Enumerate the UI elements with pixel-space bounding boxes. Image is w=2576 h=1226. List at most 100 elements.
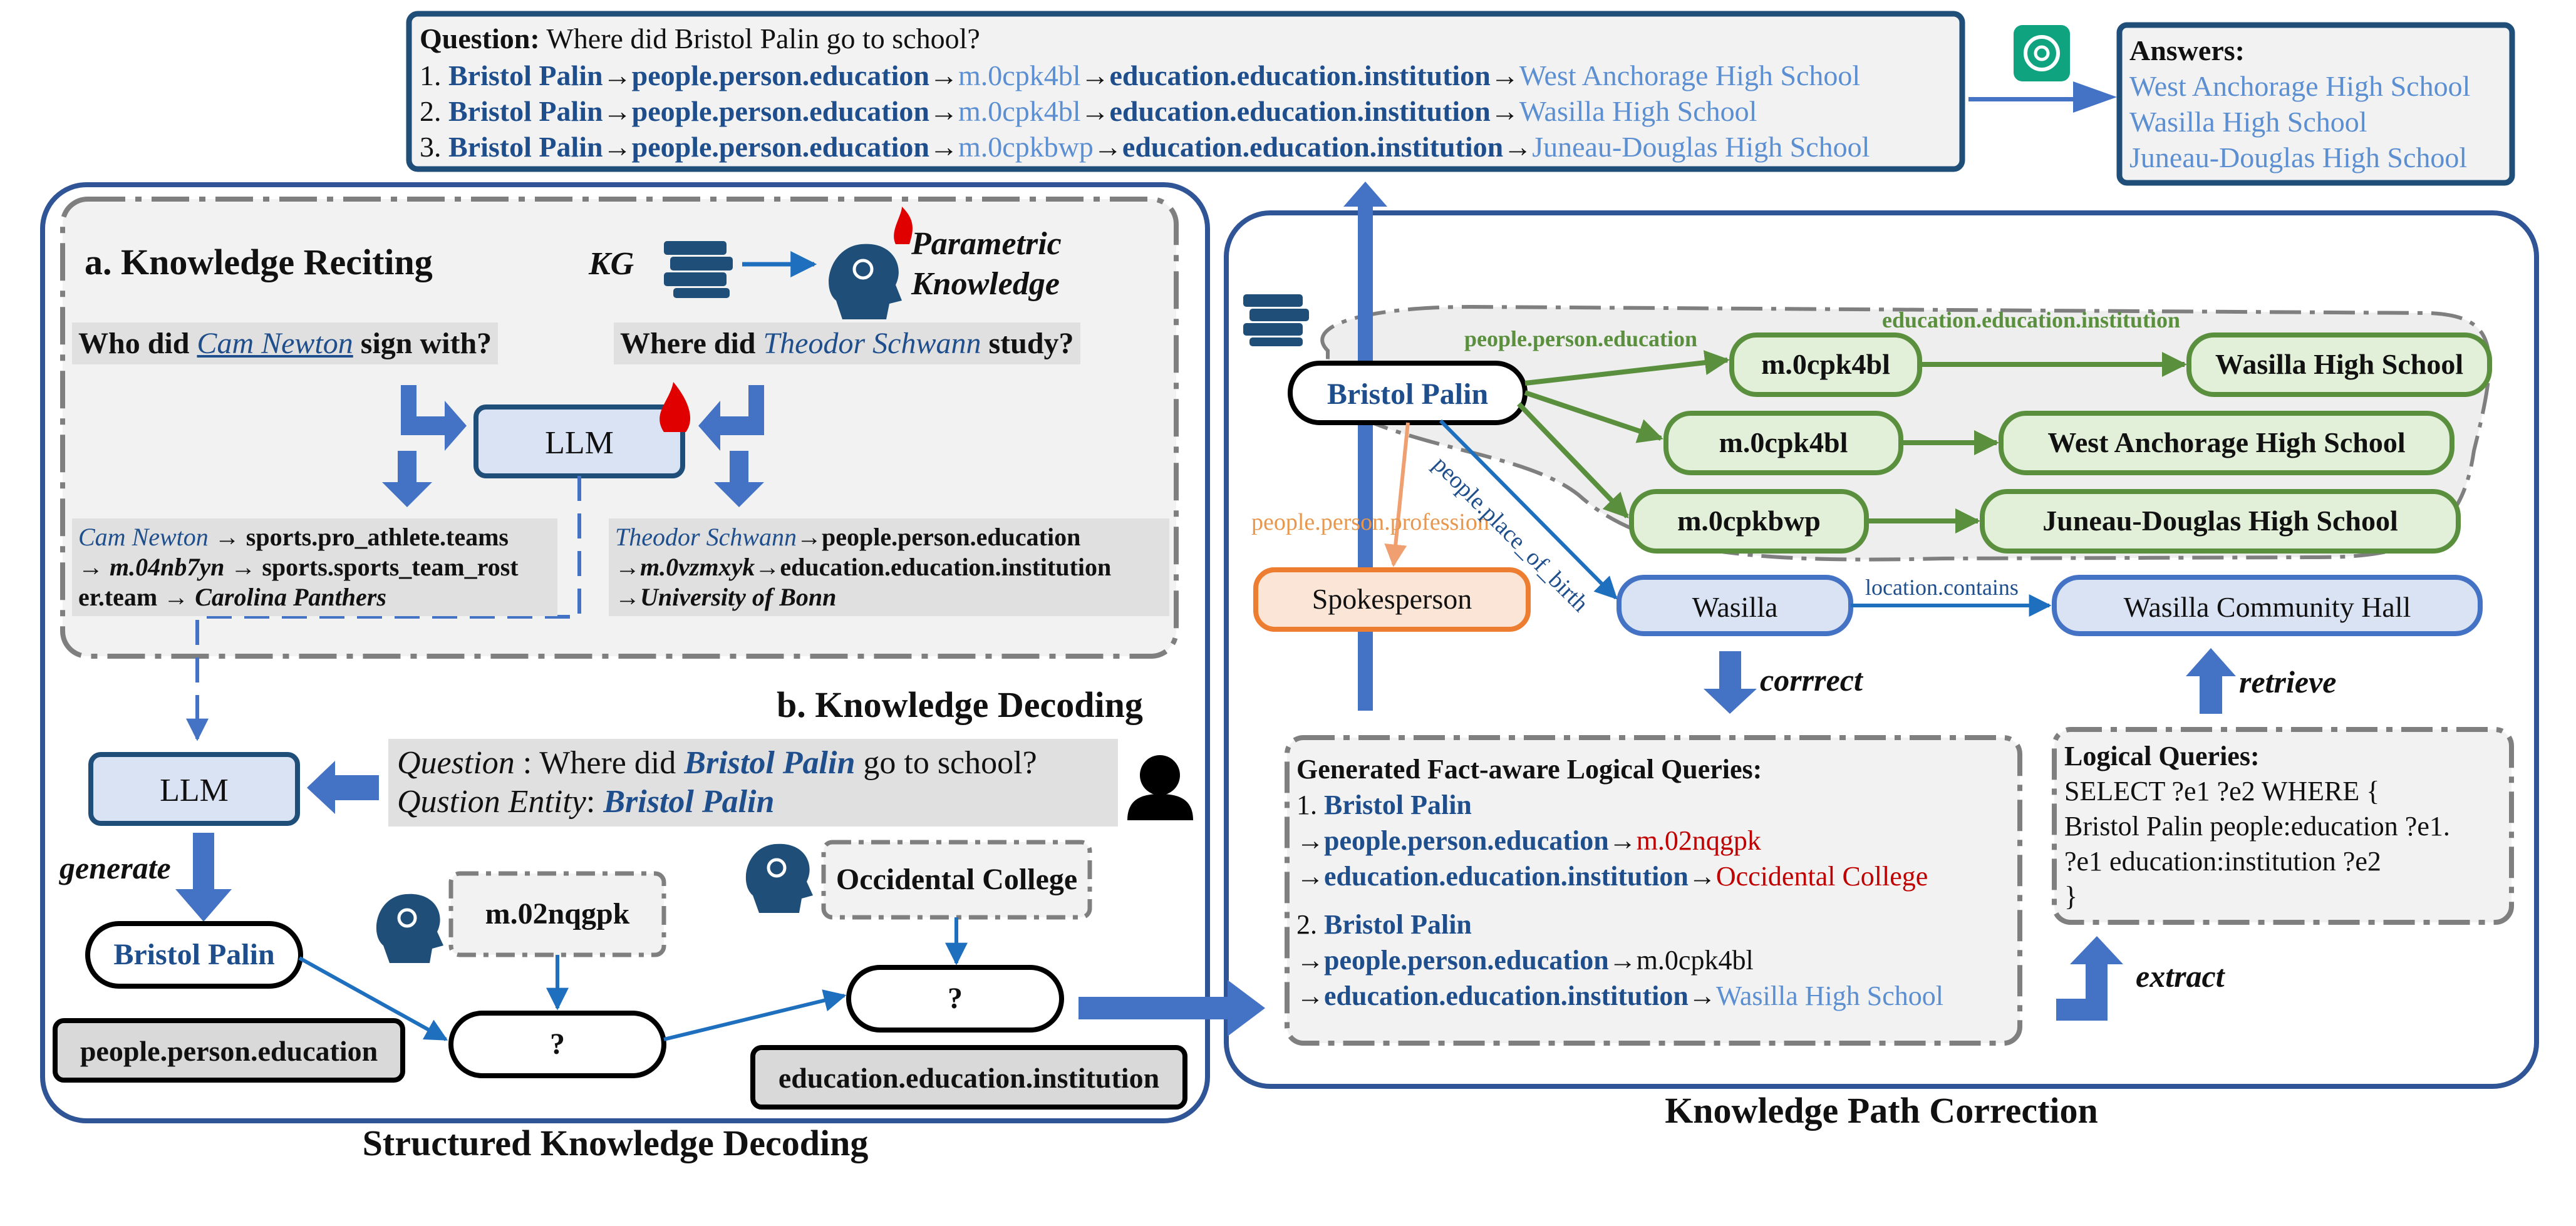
- mid-3-label: m.0cpkbwp: [1677, 505, 1821, 537]
- logical-title: Logical Queries:: [2064, 741, 2260, 771]
- path-m: m.0cpkbwp: [958, 131, 1094, 163]
- de-label: Qustion Entity: [397, 784, 586, 820]
- q1-post: sign with?: [353, 327, 492, 360]
- q1-pre: Who did: [78, 327, 197, 360]
- answer-path-row: 3. Bristol Palin→people.person.education…: [420, 131, 1870, 163]
- question-box: [406, 11, 1965, 172]
- gq1-ans: Occidental College: [1715, 861, 1928, 892]
- center-label: Bristol Palin: [1327, 378, 1489, 411]
- answer-item: Juneau-Douglas High School: [2129, 142, 2468, 173]
- node-q1-label: ?: [550, 1028, 565, 1061]
- recite-question-1: Who did Cam Newton sign with?: [72, 322, 499, 364]
- path-r1: people.person.education: [631, 95, 929, 127]
- mid-guess-label: m.02nqgpk: [485, 897, 630, 930]
- p1-rel3: er.team: [78, 583, 158, 611]
- answer-path-row: 2. Bristol Palin→people.person.education…: [420, 95, 1757, 127]
- book-stack-icon: [664, 241, 733, 298]
- parametric-label-2: Knowledge: [911, 266, 1060, 302]
- path-num: 1.: [420, 59, 442, 91]
- mid-1-label: m.0cpk4bl: [1761, 348, 1890, 380]
- logical-line-2: Bristol Palin people:education ?e1.: [2064, 811, 2450, 842]
- node-q1: [448, 1011, 666, 1078]
- p1-mid: m.04nb7yn: [110, 553, 225, 581]
- edge-edu-label: people.person.education: [1464, 326, 1698, 351]
- p2-mid: m.0vzmxyk: [640, 553, 755, 581]
- recited-path-1: Cam Newton → sports.pro_athlete.teams → …: [72, 518, 557, 616]
- recite-question-2: Where did Theodor Schwann study?: [614, 322, 1080, 364]
- gq1-m: m.02nqgpk: [1636, 825, 1761, 856]
- answers-list: Answers: West Anchorage High School Wasi…: [2129, 33, 2470, 175]
- node-spokesperson: [1253, 567, 1531, 632]
- generated-queries: Generated Fact-aware Logical Queries: 1.…: [1296, 751, 1943, 1014]
- wasilla-label: Wasilla: [1692, 591, 1778, 623]
- recited-path-2: Theodor Schwann→people.person.education …: [609, 518, 1169, 616]
- llm-label-reciting: LLM: [545, 425, 614, 461]
- path-r1: people.person.education: [631, 59, 929, 91]
- gq1-entity: Bristol Palin: [1324, 790, 1472, 820]
- school-2-label: West Anchorage High School: [2047, 426, 2406, 458]
- path-num: 3.: [420, 131, 442, 163]
- path-e: Bristol Palin: [448, 131, 603, 163]
- p2-rel: people.person.education: [822, 523, 1081, 551]
- node-school-1: [2186, 332, 2492, 397]
- question-label: Question:: [420, 23, 540, 54]
- mid-guess-box: [448, 871, 666, 957]
- q2-pre: Where did: [620, 327, 763, 360]
- path-r1: people.person.education: [631, 131, 929, 163]
- to-answers-arrow: [1968, 81, 2117, 113]
- gq1-r2: education.education.institution: [1324, 861, 1689, 892]
- generated-queries-box: [1285, 735, 2022, 1046]
- question-text: Where did Bristol Palin go to school?: [546, 23, 980, 54]
- brain-head-icon: [829, 207, 913, 319]
- node-bristol-decoding-label: Bristol Palin: [113, 938, 275, 971]
- dq-post: go to school?: [855, 745, 1037, 781]
- gq2-ans: Wasilla High School: [1715, 981, 1943, 1011]
- gq2-m: m.0cpk4bl: [1636, 945, 1754, 976]
- path-r2: education.education.institution: [1109, 59, 1491, 91]
- answers-title: Answers:: [2129, 34, 2245, 66]
- node-school-2: [1999, 411, 2454, 475]
- logical-queries: Logical Queries: SELECT ?e1 ?e2 WHERE { …: [2064, 739, 2450, 914]
- path-ans: Wasilla High School: [1519, 95, 1757, 127]
- inst-guess-label: Occidental College: [835, 863, 1078, 896]
- mid-2-label: m.0cpk4bl: [1719, 426, 1848, 458]
- gq1-num: 1.: [1296, 790, 1317, 820]
- gq2-entity: Bristol Palin: [1324, 909, 1472, 940]
- path-m: m.0cpk4bl: [958, 95, 1081, 127]
- rel-1-label: people.person.education: [80, 1035, 378, 1067]
- edge-contains-label: location.contains: [1865, 575, 2019, 600]
- parametric-label-1: Parametric: [911, 226, 1062, 262]
- logical-line-3: ?e1 education:institution ?e2: [2064, 846, 2381, 877]
- extract-label: extract: [2136, 959, 2225, 994]
- p1-entity: Cam Newton: [78, 523, 209, 551]
- p2-entity: Theodor Schwann: [615, 523, 797, 551]
- school-3-label: Juneau-Douglas High School: [2042, 505, 2398, 537]
- gq2-num: 2.: [1296, 909, 1317, 940]
- generated-title: Generated Fact-aware Logical Queries:: [1296, 754, 1762, 785]
- answer-item: West Anchorage High School: [2129, 70, 2471, 102]
- node-hall: [2052, 575, 2483, 636]
- de-value: Bristol Palin: [603, 784, 775, 820]
- node-q2-label: ?: [948, 982, 963, 1015]
- path-ans: West Anchorage High School: [1519, 59, 1861, 91]
- llm-label-decoding: LLM: [160, 773, 229, 808]
- dq-entity: Bristol Palin: [684, 745, 856, 781]
- reciting-title: a. Knowledge Reciting: [85, 242, 433, 282]
- right-caption: Knowledge Path Correction: [1665, 1090, 2098, 1131]
- school-1-label: Wasilla High School: [2215, 348, 2464, 380]
- answers-box: [2116, 22, 2515, 186]
- p2-ans: University of Bonn: [640, 583, 837, 611]
- kg-label: KG: [589, 246, 634, 282]
- chatgpt-icon: [2014, 25, 2070, 81]
- edge-prof-label: people.person.profession: [1251, 509, 1489, 535]
- correct-label: corrrect: [1760, 662, 1863, 698]
- up-arrow-to-question: [1343, 182, 1387, 711]
- generate-label: generate: [59, 850, 171, 885]
- path-m: m.0cpk4bl: [958, 59, 1081, 91]
- dq-pre: Where did: [539, 745, 685, 781]
- path-r2: education.education.institution: [1109, 95, 1491, 127]
- p1-rel: sports.pro_athlete.teams: [246, 523, 509, 551]
- answer-item: Wasilla High School: [2129, 106, 2367, 138]
- hall-label: Wasilla Community Hall: [2123, 591, 2411, 623]
